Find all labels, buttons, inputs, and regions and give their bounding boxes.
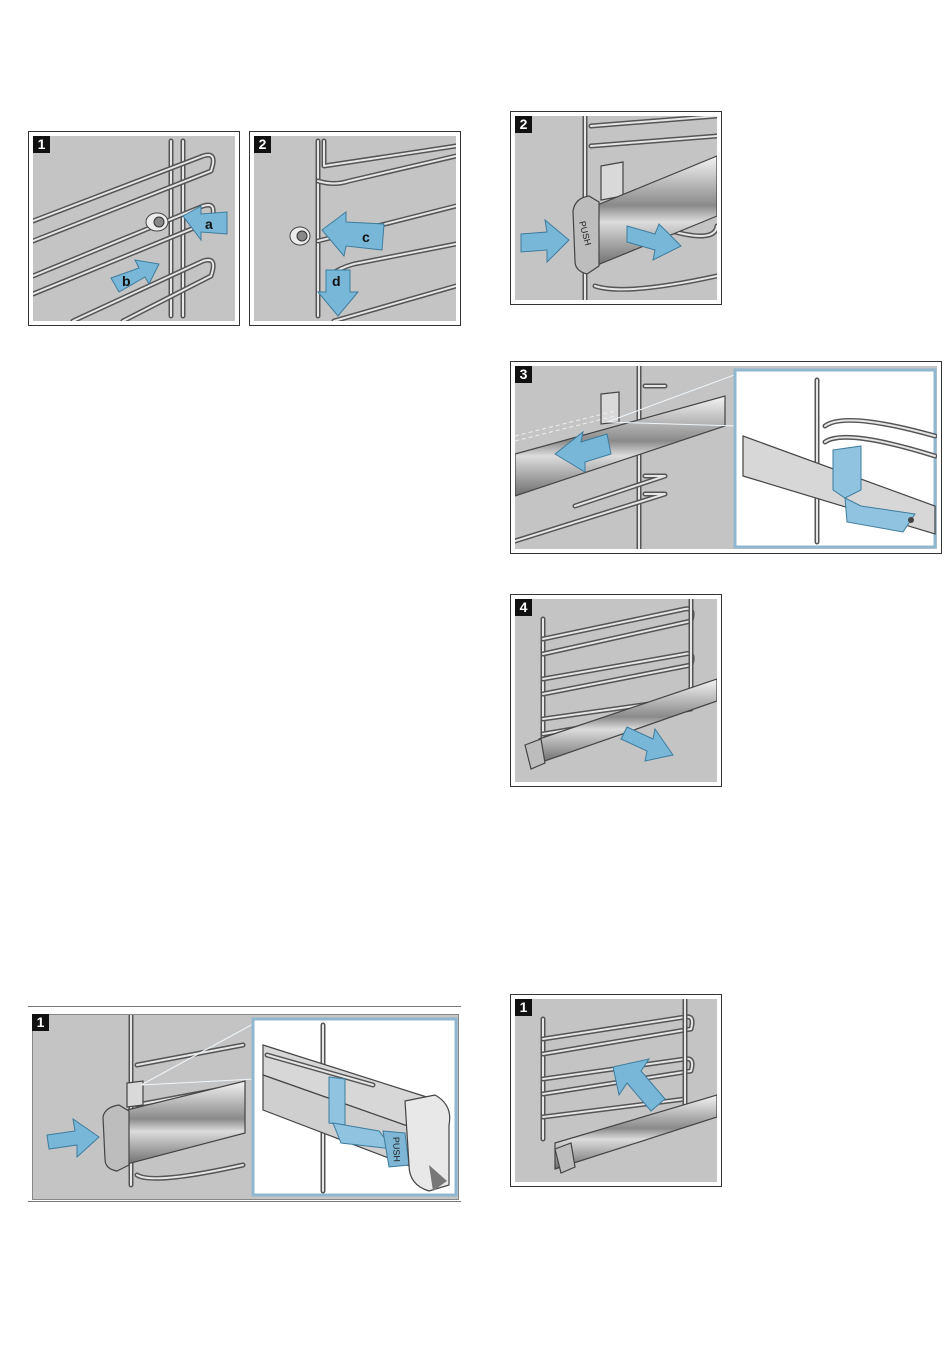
- svg-text:d: d: [332, 273, 341, 289]
- svg-text:c: c: [362, 229, 370, 245]
- svg-text:a: a: [205, 216, 213, 232]
- rack-removal-illustration: c d: [254, 136, 456, 321]
- step-number-badge: 3: [515, 366, 532, 383]
- step-number-badge: 2: [515, 116, 532, 133]
- rail-clip: [127, 1081, 143, 1107]
- rail-insert-illustration: [515, 999, 717, 1182]
- clip-hole: [146, 213, 168, 231]
- rail-clip: [601, 162, 623, 200]
- figure-step-1-bottom-right: 1: [510, 994, 722, 1187]
- figure-step-2-right: 2 PUSH: [510, 111, 722, 305]
- clip-hole: [290, 227, 310, 245]
- rail-end-cap: [103, 1105, 129, 1171]
- figure-bottom-rule: [28, 1201, 461, 1202]
- figure-step-1-bottom-left: 1 PUSH: [28, 1010, 461, 1202]
- rail-detach-illustration: [515, 366, 937, 549]
- figure-top-rule: [28, 1006, 461, 1007]
- figure-step-2-top-left: 2 c d: [249, 131, 461, 326]
- rail-removed-illustration: [515, 599, 717, 782]
- step-number-badge: 2: [254, 136, 271, 153]
- svg-text:PUSH: PUSH: [391, 1137, 402, 1162]
- figure-step-3-right: 3: [510, 361, 942, 554]
- step-number-badge: 1: [33, 136, 50, 153]
- svg-text:b: b: [122, 273, 131, 289]
- figure-step-4-right: 4: [510, 594, 722, 787]
- detail-inset: [735, 370, 935, 547]
- step-number-badge: 1: [515, 999, 532, 1016]
- rack-clip-illustration: a b: [33, 136, 235, 321]
- step-number-badge: 1: [32, 1014, 49, 1031]
- figure-step-1-top-left: 1 a b: [28, 131, 240, 326]
- rail-attach-illustration: PUSH: [32, 1014, 459, 1200]
- detail-inset: PUSH: [253, 1019, 456, 1195]
- step-number-badge: 4: [515, 599, 532, 616]
- pullout-rail-unlock-illustration: PUSH: [515, 116, 717, 300]
